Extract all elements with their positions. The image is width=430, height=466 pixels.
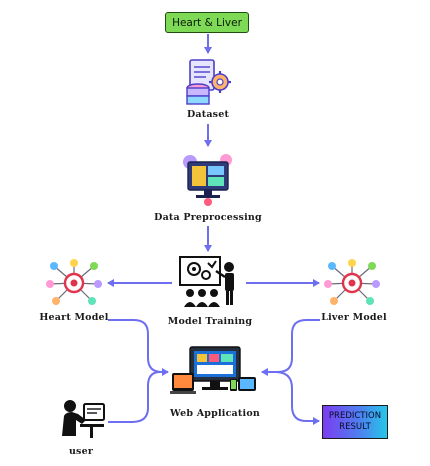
prediction-result-line1: PREDICTION [328, 411, 382, 421]
person-at-computer-icon [60, 398, 106, 446]
training-label: Model Training [167, 316, 253, 327]
start-node-label: Heart & Liver [172, 16, 242, 29]
arrow-web-app-to-result [274, 371, 320, 425]
preprocessing-label: Data Preprocessing [154, 212, 262, 223]
arrow-liver-model-to-web-app [261, 319, 320, 376]
arrow-heart-model-to-web-app [108, 319, 169, 376]
user-label: user [68, 446, 94, 457]
prediction-result-box: PREDICTION RESULT [322, 405, 388, 439]
prediction-result-line2: RESULT [339, 422, 371, 432]
start-node: Heart & Liver [165, 12, 249, 33]
database-gear-icon [182, 56, 234, 112]
neural-network-icon [44, 258, 104, 312]
multi-device-screen-icon [170, 343, 260, 405]
heart-model-label: Heart Model [39, 312, 109, 323]
liver-model-label: Liver Model [321, 312, 387, 323]
presentation-board-icon [176, 253, 242, 315]
neural-network-icon [322, 258, 382, 312]
arrow-user-to-web-app [108, 371, 161, 423]
web-app-label: Web Application [170, 408, 260, 419]
data-processing-icon [178, 150, 238, 212]
dataset-label: Dataset [186, 109, 230, 120]
